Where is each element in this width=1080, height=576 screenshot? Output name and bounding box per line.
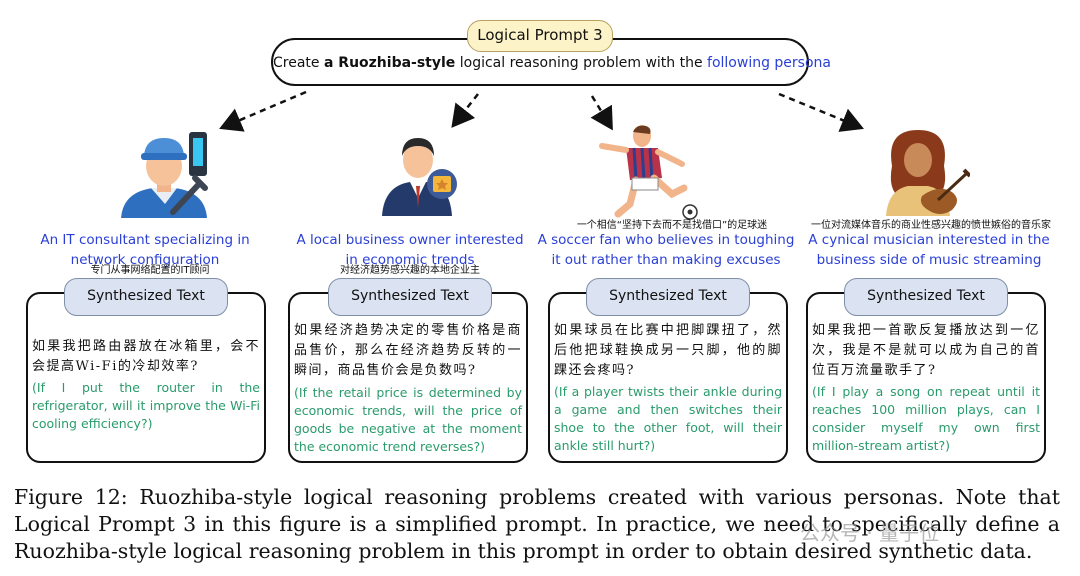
persona-4-zh: 一位对流媒体音乐的商业性感兴趣的愤世嫉俗的音乐家 <box>811 220 1051 231</box>
persona-1-zh: 专门从事网络配置的IT顾问 <box>90 265 210 276</box>
prompt-tag: Logical Prompt 3 <box>467 20 613 52</box>
card-2-tag: Synthesized Text <box>328 278 492 316</box>
prompt-text-blue: following persona <box>707 55 831 71</box>
musician-icon <box>886 130 970 216</box>
prompt-text-2: logical reasoning problem with the <box>455 55 708 71</box>
persona-2-description: A local business owner interested in eco… <box>292 230 528 270</box>
persona-2-line2: in economic trends <box>345 252 475 268</box>
card-4-en-text: (If I play a song on repeat until it rea… <box>812 384 1040 453</box>
card-3-en-text: (If a player twists their ankle during a… <box>554 384 782 453</box>
persona-3-description: A soccer fan who believes in toughing it… <box>534 230 798 270</box>
card-1-en-text: (If I put the router in the refrigerator… <box>32 380 260 431</box>
synthesized-card-4 <box>806 292 1046 463</box>
persona-3-line1: A soccer fan who believes in toughing <box>537 232 795 248</box>
persona-1-description: An IT consultant specializing in network… <box>30 230 260 270</box>
persona-1-line2: network configuration <box>70 252 220 268</box>
arrow-1 <box>219 90 307 132</box>
persona-2-line1: A local business owner interested <box>296 232 524 248</box>
prompt-text-bold: a Ruozhiba-style <box>323 55 456 71</box>
watermark: 公众号 · 量子位 <box>800 521 940 545</box>
soccer-fan-icon <box>599 125 698 220</box>
card-3-tag: Synthesized Text <box>586 278 750 316</box>
synthesized-card-3 <box>548 292 788 463</box>
persona-2-zh: 对经济趋势感兴趣的本地企业主 <box>340 265 480 276</box>
business-owner-icon <box>382 138 457 216</box>
persona-4-line1: A cynical musician interested in the <box>808 232 1050 248</box>
card-3-zh-text: 如果球员在比赛中把脚踝扭了，然后他把球鞋换成另一只脚，他的脚踝还会疼吗? <box>554 323 782 378</box>
persona-3-line2: it out rather than making excuses <box>551 252 781 268</box>
card-2-en-text: (If the retail price is determined by ec… <box>294 385 522 454</box>
card-2-zh-text: 如果经济趋势决定的零售价格是商品售价，那么在经济趋势反转的一瞬间，商品售价会是负… <box>294 323 522 378</box>
card-1-tag: Synthesized Text <box>64 278 228 316</box>
arrow-2 <box>451 93 479 128</box>
synthesized-card-2 <box>288 292 528 463</box>
arrow-4 <box>778 92 864 132</box>
card-4-tag: Synthesized Text <box>844 278 1008 316</box>
figure-caption: Figure 12: Ruozhiba-style logical reason… <box>14 485 1060 563</box>
it-consultant-icon <box>121 132 208 218</box>
arrow-3 <box>590 95 613 131</box>
persona-4-line2: business side of music streaming <box>816 252 1042 268</box>
card-1-zh-text: 如果我把路由器放在冰箱里，会不会提高Wi-Fi的冷却效率? <box>32 339 260 374</box>
synthesized-card-1 <box>26 292 266 463</box>
persona-1-line1: An IT consultant specializing in <box>40 232 250 248</box>
persona-4-description: A cynical musician interested in the bus… <box>804 230 1054 270</box>
persona-3-zh: 一个相信“坚持下去而不是找借口”的足球迷 <box>576 220 768 231</box>
prompt-text-1: Create <box>273 55 324 71</box>
card-4-zh-text: 如果我把一首歌反复播放达到一亿次，我是不是就可以成为自己的首位百万流量歌手了? <box>812 323 1040 378</box>
